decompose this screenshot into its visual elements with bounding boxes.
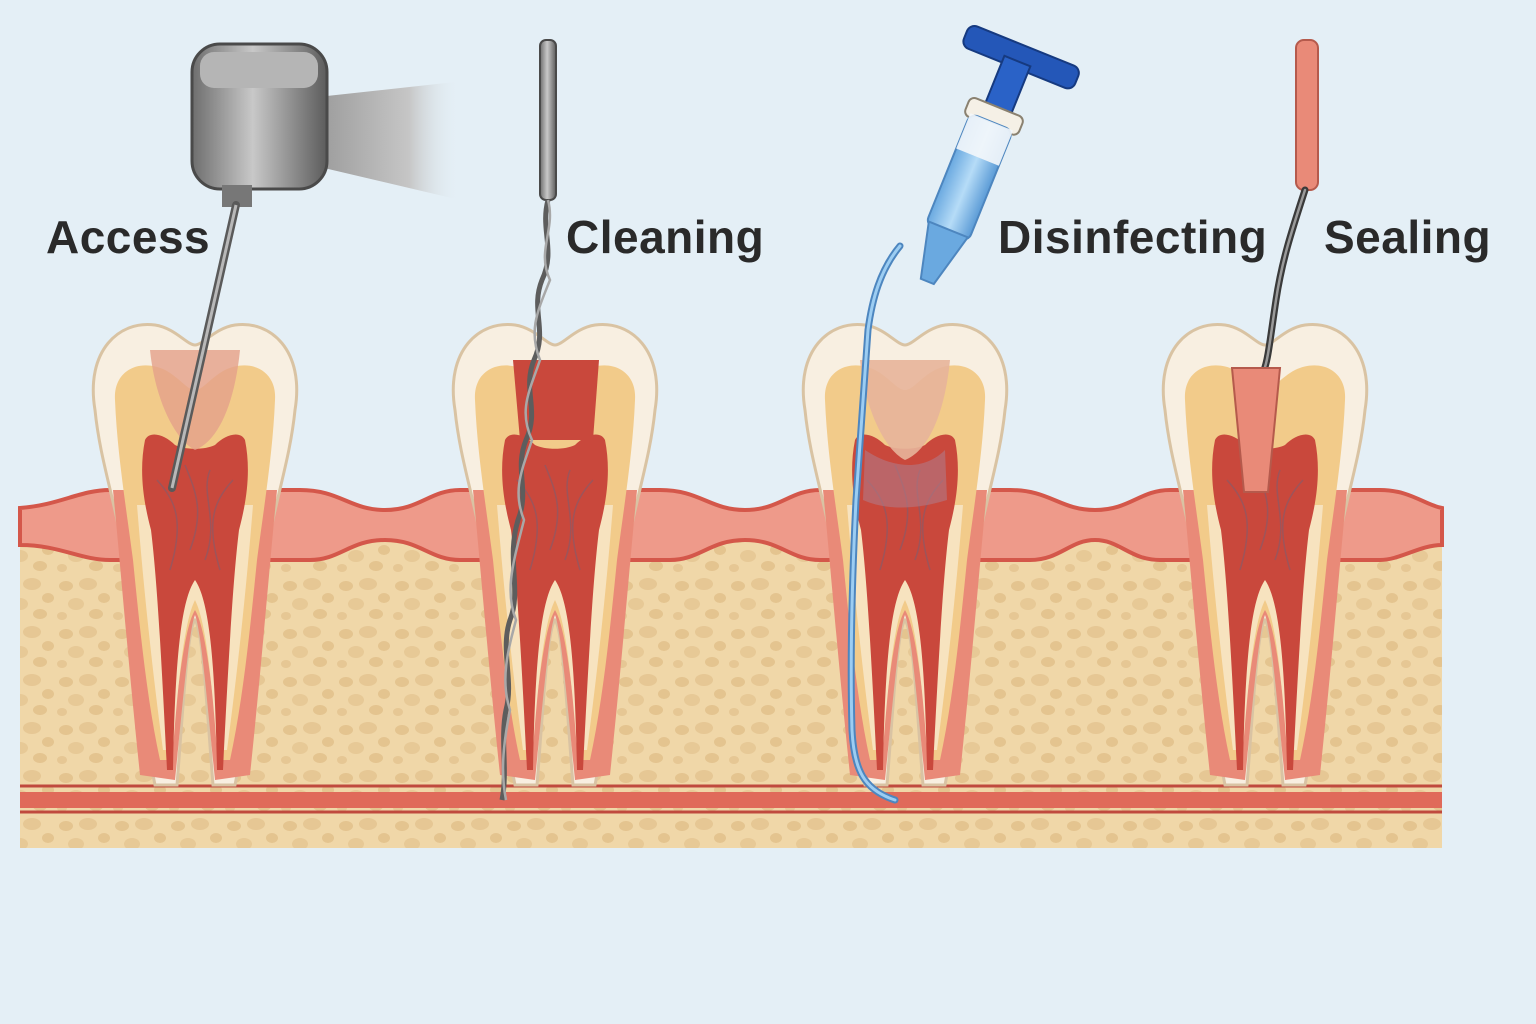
- gum-tissue: [18, 488, 1444, 562]
- step-label-cleaning: Cleaning: [566, 211, 765, 263]
- gutta-percha-carrier-icon: [1230, 39, 1319, 493]
- step-label-access: Access: [46, 211, 211, 263]
- step-label-sealing: Sealing: [1324, 211, 1492, 263]
- dental-handpiece-icon: [168, 42, 460, 492]
- tooth-disinfecting: [801, 322, 1009, 787]
- step-label-disinfecting: Disinfecting: [998, 211, 1268, 263]
- nerve-band: [20, 792, 1442, 808]
- tooth-cleaning: [451, 322, 659, 787]
- irrigation-syringe-icon: [847, 25, 1080, 804]
- endodontic-file-icon: [499, 39, 557, 801]
